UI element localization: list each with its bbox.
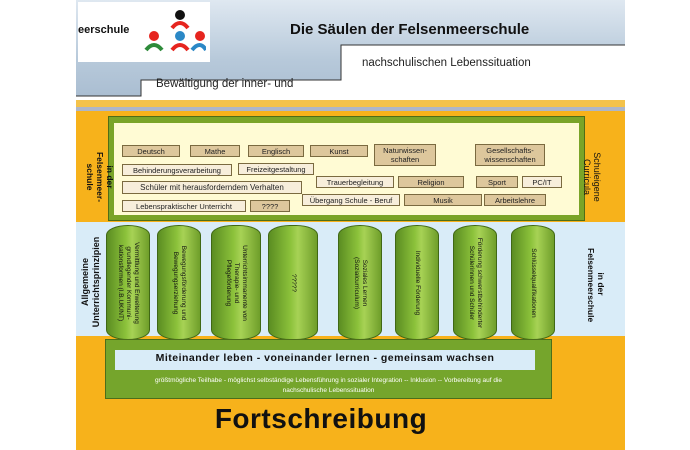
subject-freizeitgestaltung: Freizeitgestaltung [238,163,314,175]
roof-beam [76,100,625,107]
pillar-label: Soziales Lernen (Sozialcurriculum) [353,256,368,309]
pillar-bewegung: Bewegungsförderung und Bewegungserziehun… [157,225,201,340]
curricula-left-label: in der Felsenmeer- schule [85,151,115,203]
roof-banner [76,44,625,100]
roof-beam-shadow [76,107,625,111]
subject-behinderungsverarbeitung: Behinderungsverarbeitung [122,164,232,176]
subject-religion: Religion [398,176,464,188]
page-title: Die Säulen der Felsenmeerschule [290,21,530,38]
logo-text: eerschule [78,24,130,36]
subject-unknown: ???? [250,200,290,212]
principles-right-label: in der Felsenmeerschule [586,248,606,323]
motto-text: Miteinander leben - voneinander lernen -… [155,352,495,364]
subject-musik: Musik [404,194,482,206]
subject-uebergang-schule-beruf: Übergang Schule - Beruf [302,194,400,206]
subject-kunst: Kunst [310,145,368,157]
subject-englisch: Englisch [248,145,304,157]
subject-gesellschaftswissenschaften: Gesellschafts- wissenschaften [475,144,545,166]
subject-trauerbegleitung: Trauerbegleitung [316,176,394,188]
subject-sport: Sport [476,176,518,188]
pillar-individuelle-foerderung: Individuelle Förderung [395,225,439,340]
subtitle-part-2: nachschulischen Lebenssituation [362,57,531,69]
pillar-label: Förderung schwerstbehinderter Schülerinn… [468,237,483,328]
pillar-kommunikation: Vermittlung und Erweiterung grundlegende… [106,225,150,340]
pillar-therapie-pflege: Unterrichtsimmanente von Therapie- und P… [211,225,261,340]
foundation-text: größtmögliche Teilhabe - möglichst selbs… [154,377,503,394]
pillar-label: Vermittlung und Erweiterung grundlegende… [117,241,140,324]
pillar-label: ????? [290,273,297,292]
pillar-schwerstbehinderte: Förderung schwerstbehinderter Schülerinn… [453,225,497,340]
pillar-label: Individuelle Förderung [414,250,421,315]
principles-left-label: Allgemeine Unterrichtsprinzipien [80,236,101,328]
subject-deutsch: Deutsch [122,145,180,157]
subject-mathe: Mathe [190,145,240,157]
subject-arbeitslehre: Arbeitslehre [484,194,546,206]
curricula-right-label: Schuleigene Curricula [582,152,602,202]
school-logo: eerschule [78,2,210,62]
pillar-label: Schlüsselqualifikationen [530,247,537,318]
people-logo-icon [144,10,206,52]
subject-herausforderndes-verhalten: Schüler mit herausforderndem Verhalten [122,181,302,194]
pillar-schluesselqualifikationen: Schlüsselqualifikationen [511,225,555,340]
motto-box [115,350,535,370]
pillar-unknown: ????? [268,225,318,340]
pillar-soziales-lernen: Soziales Lernen (Sozialcurriculum) [338,225,382,340]
subject-naturwissenschaften: Naturwissen- schaften [374,144,436,166]
pillar-label: Bewegungsförderung und Bewegungserziehun… [172,245,187,320]
subtitle-part-1: Bewältigung der inner- und [156,78,294,90]
subject-lebenspraktischer-unterricht: Lebenspraktischer Unterricht [122,200,246,212]
pillar-label: Unterrichtsimmanente von Therapie- und P… [225,244,248,321]
footer-title: Fortschreibung [214,403,428,434]
subject-pc-it: PC/IT [522,176,562,188]
